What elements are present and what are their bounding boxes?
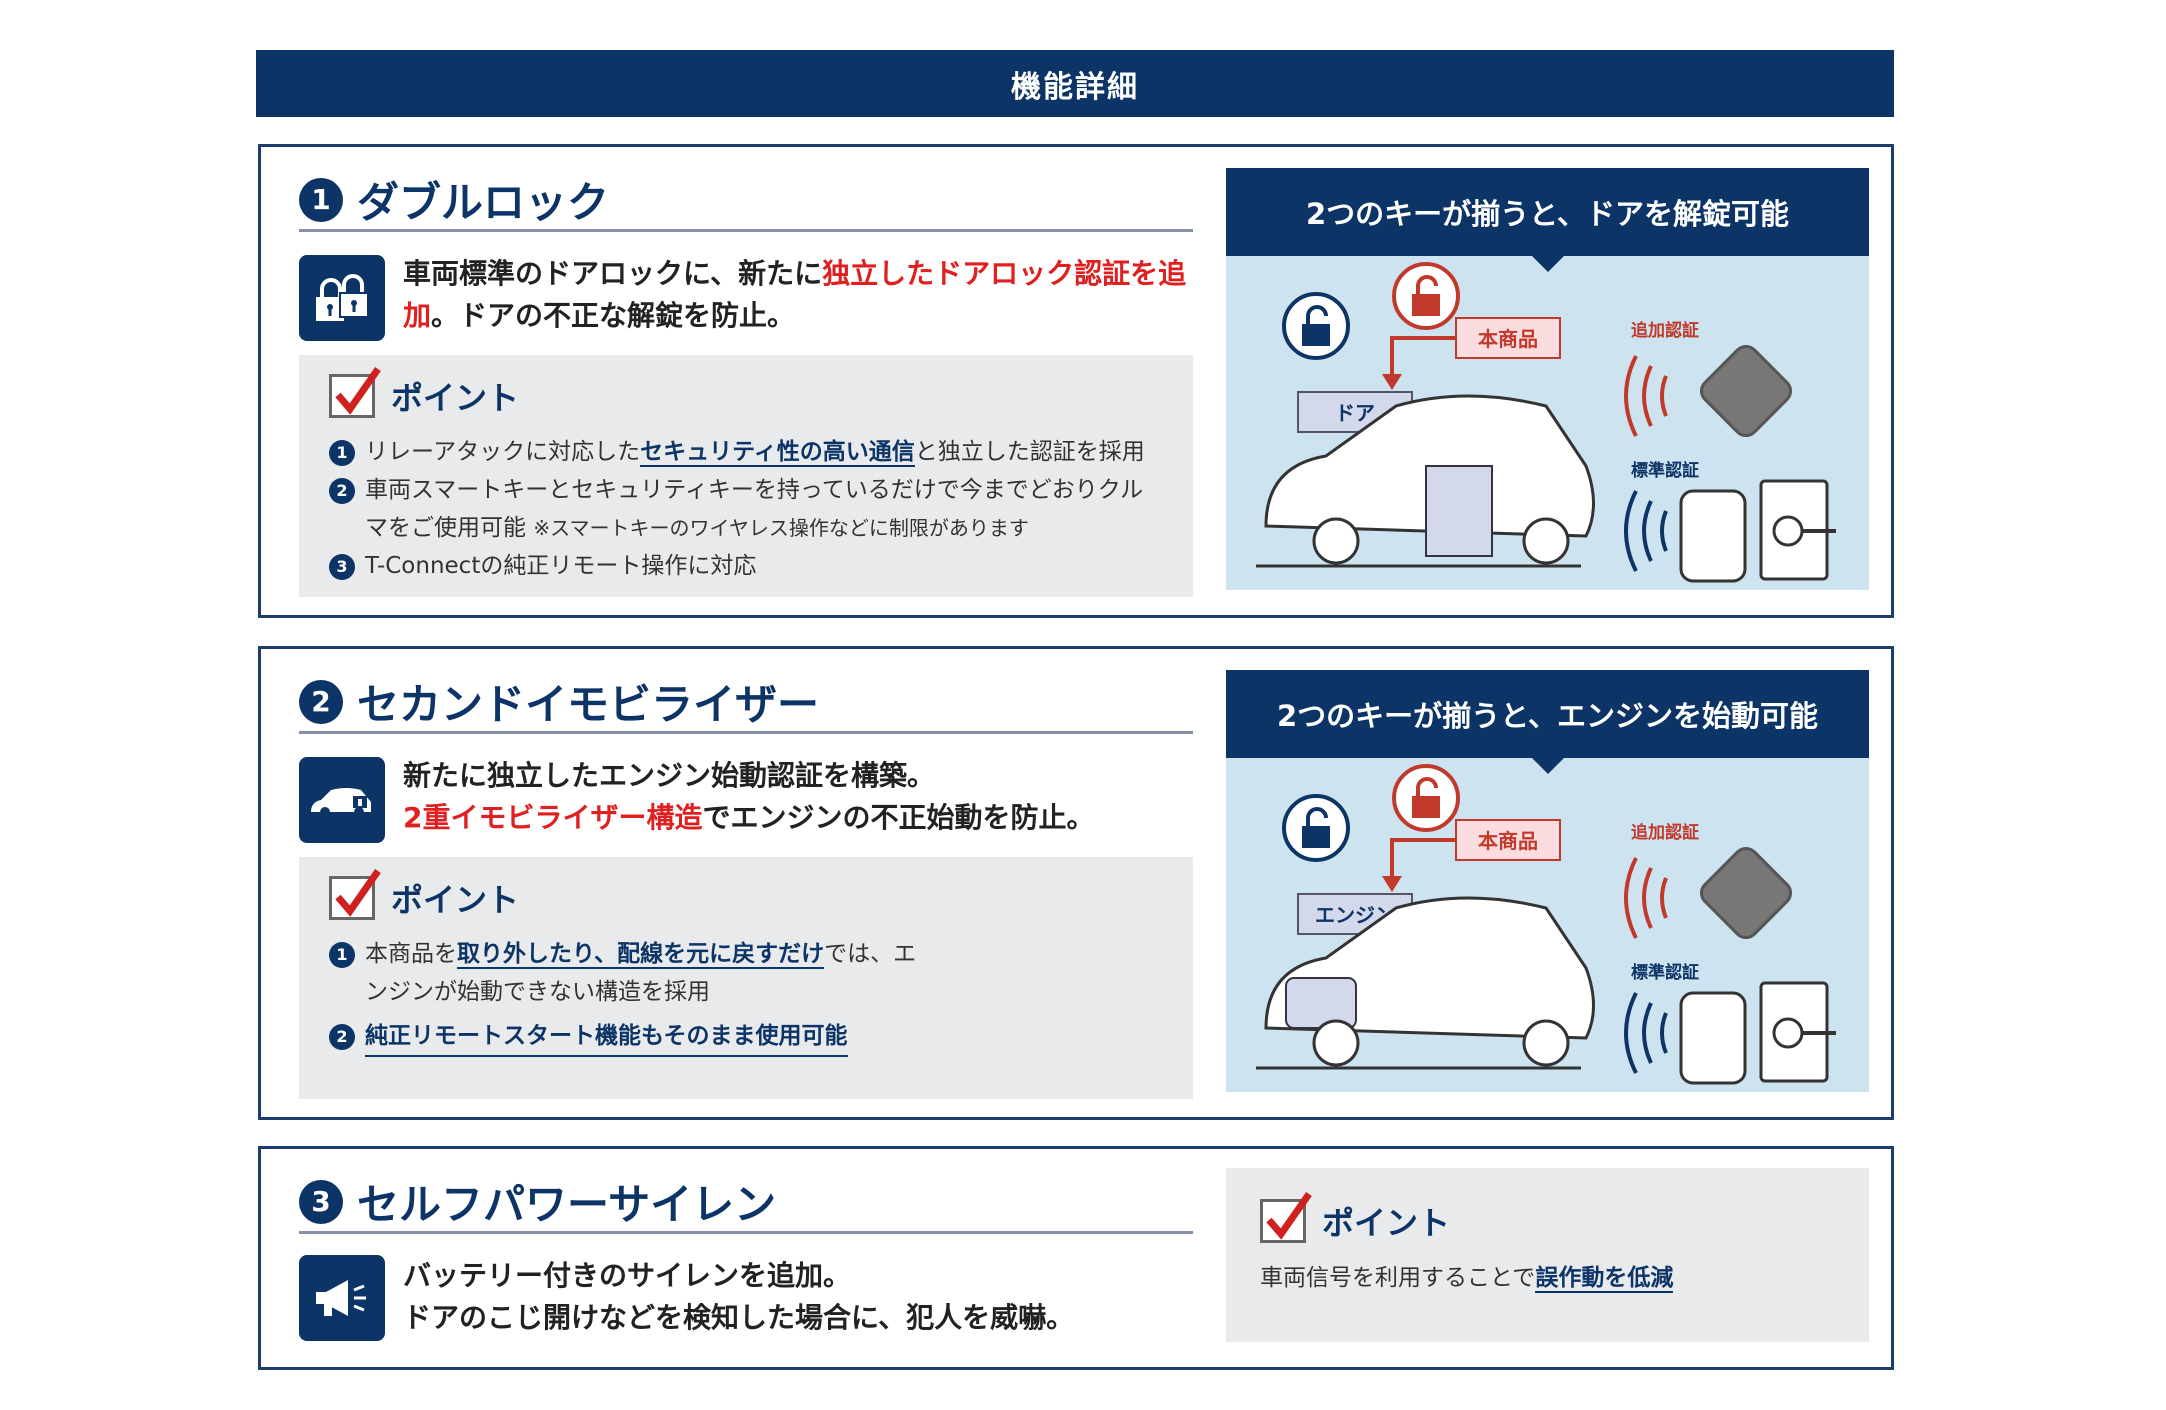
svg-text:本商品: 本商品 — [1478, 327, 1538, 351]
checkbox-icon — [1260, 1191, 1312, 1243]
svg-text:標準認証: 標準認証 — [1631, 962, 1699, 983]
svg-text:ドア: ドア — [1335, 401, 1375, 425]
divider — [299, 229, 1193, 232]
points-label: ポイント — [391, 881, 520, 919]
car-key-icon — [299, 757, 385, 843]
lead-text: 新たに独立したエンジン始動認証を構築。2重イモビライザー構造でエンジンの不正始動… — [403, 759, 1095, 834]
section-double-lock: 1 ダブルロック 車両標準のドアロックに、新たに独立したドアロック認証を追加。ドア… — [258, 144, 1894, 618]
section-self-power-siren: 3 セルフパワーサイレン バッテリー付きのサイレンを追加。ドアのこじ開けなどを検知… — [258, 1146, 1894, 1370]
section-title: セルフパワーサイレン — [357, 1180, 777, 1229]
point-text: 車両信号を利用することで誤作動を低減 — [1260, 1265, 1674, 1293]
points-box: ポイント 車両信号を利用することで誤作動を低減 — [1226, 1168, 1869, 1342]
number-badge: 1 — [299, 177, 343, 222]
section-title: セカンドイモビライザー — [357, 680, 820, 729]
svg-text:追加認証: 追加認証 — [1631, 822, 1699, 843]
illustration-panel: 2つのキーが揃うと、エンジンを始動可能 本商品 エンジン 追加認証 標準認証 — [1226, 670, 1869, 1092]
checkbox-icon — [329, 868, 381, 920]
svg-text:標準認証: 標準認証 — [1631, 460, 1699, 481]
divider — [299, 1231, 1193, 1234]
points-label: ポイント — [391, 379, 520, 417]
number-badge: 3 — [299, 1179, 343, 1224]
illustration-panel: 2つのキーが揃うと、ドアを解錠可能 本商品 ドア 追加認証 標準認証 — [1226, 168, 1869, 590]
car-engine-illustration: 本商品 エンジン 追加認証 標準認証 — [1256, 764, 1836, 1085]
checkbox-icon — [329, 366, 381, 418]
section-header: 機能詳細 — [256, 50, 1894, 117]
lead-text: バッテリー付きのサイレンを追加。ドアのこじ開けなどを検知した場合に、犯人を威嚇。 — [403, 1259, 1075, 1334]
section-title: ダブルロック — [357, 178, 610, 227]
megaphone-icon — [299, 1255, 385, 1341]
double-padlock-icon — [299, 255, 385, 341]
svg-text:本商品: 本商品 — [1478, 829, 1538, 853]
panel-title: 2つのキーが揃うと、ドアを解錠可能 — [1226, 168, 1869, 272]
section-second-immobilizer: 2 セカンドイモビライザー 新たに独立したエンジン始動認証を構築。2重イモビライザ… — [258, 646, 1894, 1120]
car-door-illustration: 本商品 ドア 追加認証 標準認証 — [1256, 262, 1836, 583]
divider — [299, 731, 1193, 734]
lead-text: 車両標準のドアロックに、新たに独立したドアロック認証を追加。ドアの不正な解錠を防… — [403, 257, 1187, 332]
number-badge: 2 — [299, 679, 343, 724]
panel-title: 2つのキーが揃うと、エンジンを始動可能 — [1226, 670, 1869, 774]
points-label: ポイント — [1322, 1204, 1451, 1242]
svg-text:追加認証: 追加認証 — [1631, 320, 1699, 341]
